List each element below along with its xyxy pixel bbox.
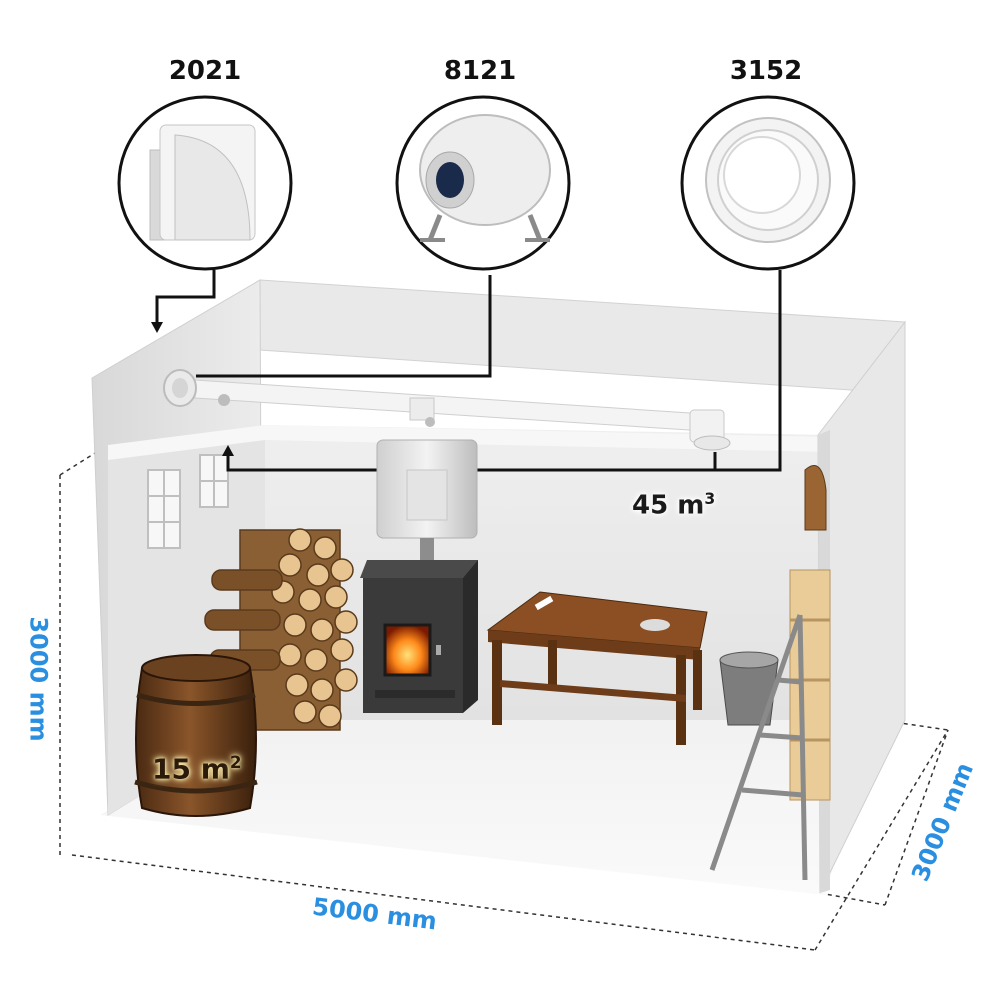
- wall-vent: [163, 369, 197, 407]
- product-circle-3152: [680, 95, 856, 271]
- product-code-2021: 2021: [168, 56, 242, 86]
- shelf: [789, 465, 831, 801]
- workbench: [486, 591, 708, 745]
- step-ladder: [709, 614, 808, 881]
- inline-duct-fan-icon: [419, 114, 551, 242]
- window-left: [147, 469, 181, 549]
- area-value: 15 m: [152, 752, 230, 786]
- bucket: [719, 651, 779, 726]
- product-code-3152: 3152: [729, 56, 803, 86]
- round-diffuser-icon: [705, 117, 831, 243]
- connector-lines: [155, 270, 782, 472]
- room-volume-label: 45 m3: [632, 490, 715, 521]
- barrel: [134, 654, 258, 817]
- wood-stove: [360, 560, 478, 713]
- area-unit-sup: 2: [229, 752, 242, 772]
- right-wall: [817, 320, 906, 894]
- room-area-label: 15 m2: [152, 752, 242, 785]
- product-circle-2021: [117, 95, 293, 271]
- exterior-vent-hood-icon: [149, 124, 256, 241]
- product-circle-8121: [395, 95, 571, 271]
- product-code-8121: 8121: [443, 56, 517, 86]
- firewood-stack: [204, 528, 358, 731]
- floor: [100, 710, 880, 895]
- height-dimension-label: 3000 mm: [24, 616, 53, 742]
- volume-unit-sup: 3: [704, 490, 716, 508]
- window-right: [199, 454, 229, 508]
- water-heater: [376, 439, 478, 560]
- volume-value: 45 m: [632, 490, 705, 521]
